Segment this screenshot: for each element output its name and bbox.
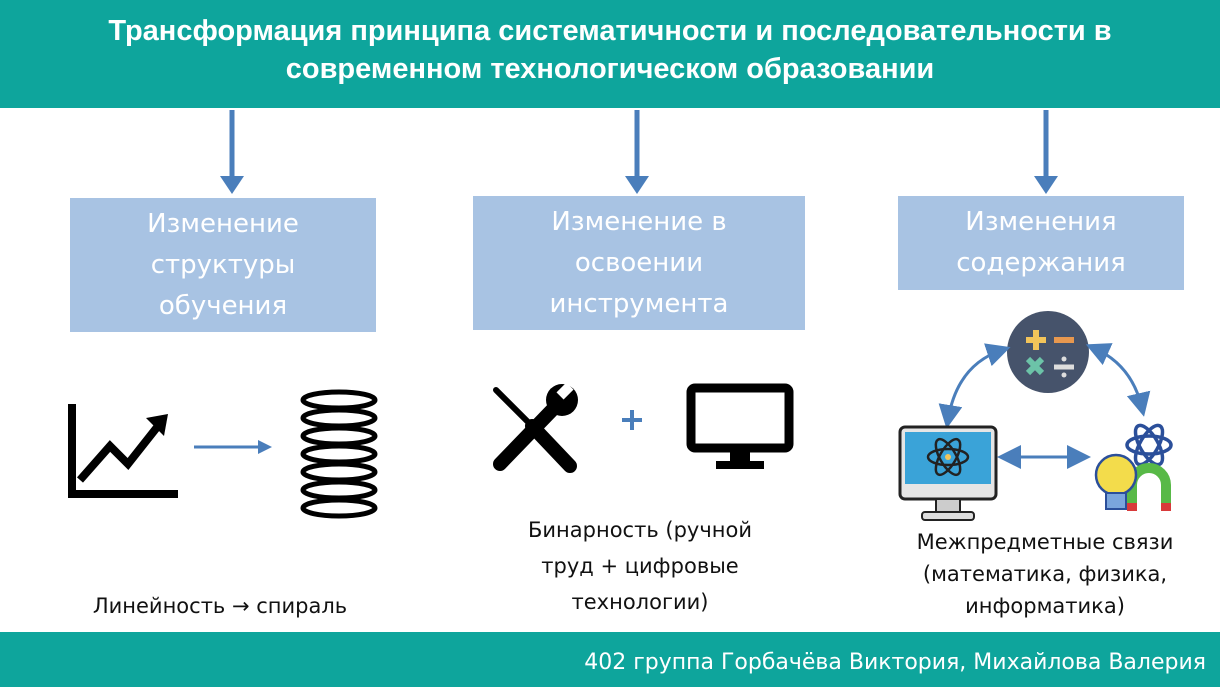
caption-content: Межпредметные связи (математика, физика,… xyxy=(916,530,1174,618)
caption-instrument: Бинарность (ручной труд + цифровые техно… xyxy=(528,518,752,614)
slide-title: Трансформация принципа систематичности и… xyxy=(0,0,1220,108)
math-operations-icon xyxy=(1007,311,1089,393)
monitor-icon xyxy=(686,383,794,469)
box-structure: Изменение структуры обучения xyxy=(70,198,376,332)
arrow-right-icon xyxy=(194,440,272,454)
line-chart-icon xyxy=(68,404,178,498)
down-arrows xyxy=(220,110,1058,194)
down-arrow-2 xyxy=(625,110,649,194)
plus-icon xyxy=(622,410,642,430)
caption-structure: Линейность → спираль xyxy=(92,594,348,618)
box-instrument: Изменение в освоении инструмента xyxy=(473,196,805,330)
footer-authors: 402 группа Горбачёва Виктория, Михайлова… xyxy=(0,632,1220,687)
spiral-icon xyxy=(300,389,378,519)
down-arrow-1 xyxy=(220,110,244,194)
tools-icon xyxy=(493,382,578,473)
box-content: Изменения содержания xyxy=(898,196,1184,290)
interdisciplinary-diagram xyxy=(898,311,1173,521)
computer-atom-icon xyxy=(898,425,998,521)
science-icon xyxy=(1094,423,1173,511)
down-arrow-3 xyxy=(1034,110,1058,194)
